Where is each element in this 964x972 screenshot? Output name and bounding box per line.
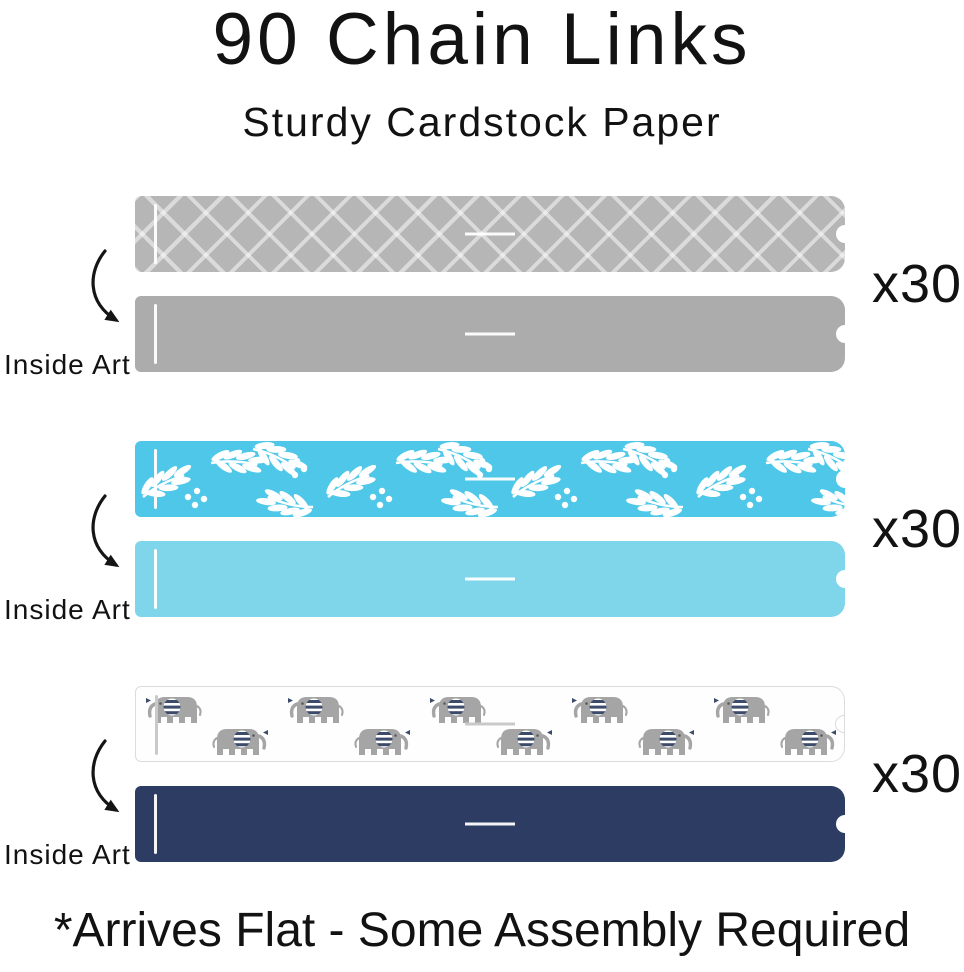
curved-arrow-icon <box>91 739 120 813</box>
tab-notch <box>836 815 845 833</box>
quantity-label: x30 <box>872 254 963 314</box>
page-title: 90 Chain Links <box>212 0 752 80</box>
assembly-slit-horizontal <box>465 822 515 826</box>
inside-art-strip <box>135 786 845 862</box>
inside-art-strip <box>135 541 845 617</box>
tab-notch <box>836 470 845 488</box>
quantity-label: x30 <box>872 499 963 559</box>
chain-link-set-elephant: x30 Inside Art <box>0 686 964 886</box>
page-subtitle: Sturdy Cardstock Paper <box>242 99 722 145</box>
assembly-slit-vertical <box>154 449 157 509</box>
assembly-note: *Arrives Flat - Some Assembly Required <box>53 904 911 957</box>
chain-link-set-blue: x30 Inside Art <box>0 441 964 641</box>
outside-art-strip <box>135 441 845 517</box>
quantity-label: x30 <box>872 744 963 804</box>
assembly-slit-horizontal <box>465 332 515 336</box>
tab-notch <box>836 325 845 343</box>
tab-notch <box>836 570 845 588</box>
inside-art-label: Inside Art <box>4 839 131 870</box>
assembly-slit-vertical <box>155 695 158 755</box>
inside-art-label: Inside Art <box>4 594 131 625</box>
inside-art-label: Inside Art <box>4 349 131 380</box>
outside-art-strip <box>135 686 845 762</box>
assembly-slit-horizontal <box>465 477 515 481</box>
assembly-slit-vertical <box>154 794 157 854</box>
assembly-slit-horizontal <box>465 577 515 581</box>
tab-notch <box>836 225 845 243</box>
assembly-slit-vertical <box>154 304 157 364</box>
assembly-slit-horizontal <box>465 722 515 726</box>
curved-arrow-icon <box>91 249 120 323</box>
assembly-slit-vertical <box>154 549 157 609</box>
chain-link-set-gray: x30 Inside Art <box>0 196 964 396</box>
outside-art-strip <box>135 196 845 272</box>
assembly-slit-horizontal <box>465 232 515 236</box>
inside-art-strip <box>135 296 845 372</box>
assembly-slit-vertical <box>154 204 157 264</box>
curved-arrow-icon <box>91 494 120 568</box>
